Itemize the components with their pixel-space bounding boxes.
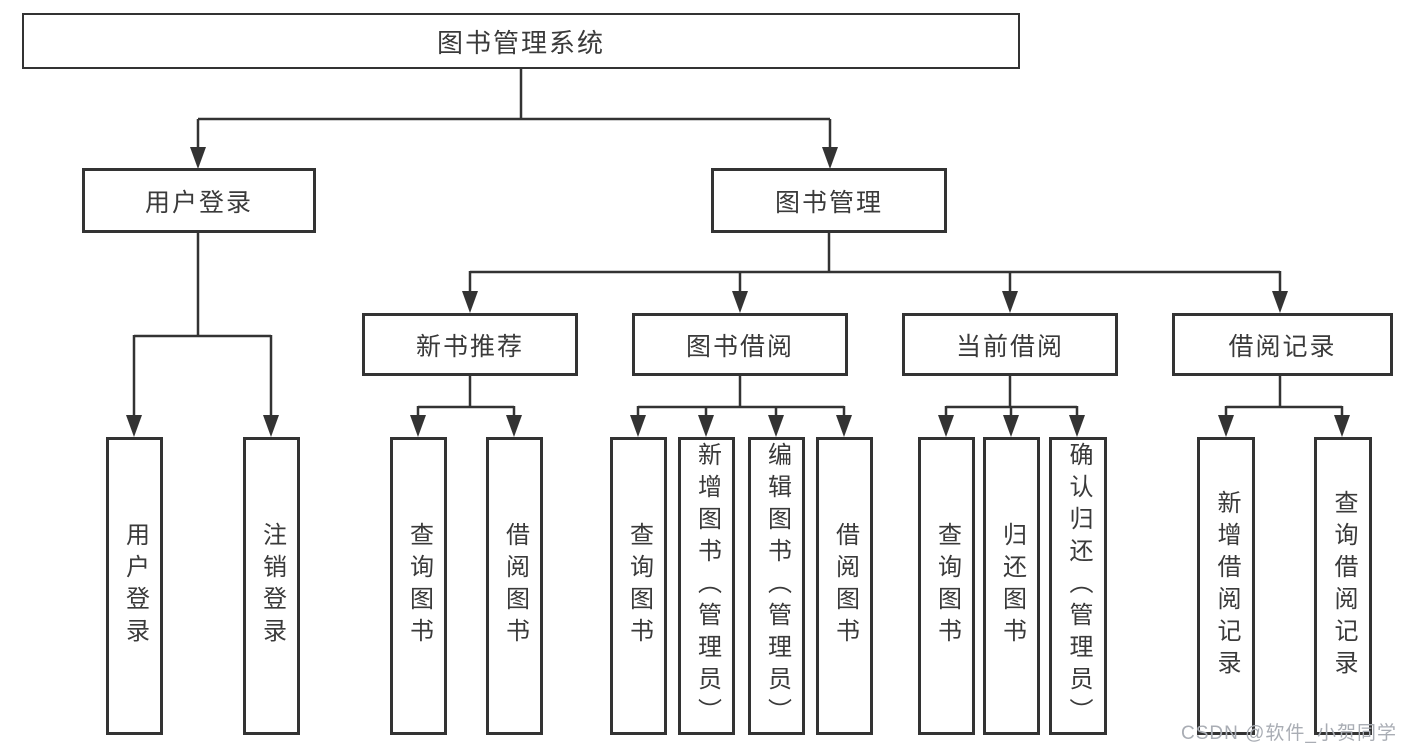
node-current-borrow-label: 当前借阅 [955,332,1064,361]
node-library-system: 图书管理系统 [22,13,1020,69]
leaf-query-books-current: 查询图书 [918,437,975,735]
leaf-borrow-books-recommend-label: 借阅图书 [501,522,529,650]
node-library-system-label: 图书管理系统 [436,27,605,58]
node-book-borrow: 图书借阅 [632,313,848,376]
node-borrow-records: 借阅记录 [1172,313,1393,376]
node-book-management-label: 图书管理 [774,188,883,217]
node-current-borrow: 当前借阅 [902,313,1118,376]
leaf-return-book-label: 归还图书 [998,522,1026,650]
leaf-edit-book-admin: 编辑图书（管理员） [748,437,805,735]
leaf-logout-label: 注销登录 [258,522,286,650]
leaf-add-borrow-record: 新增借阅记录 [1197,437,1255,735]
leaf-query-books-borrow-label: 查询图书 [625,522,653,650]
leaf-query-books-recommend: 查询图书 [390,437,447,735]
leaf-add-book-admin: 新增图书（管理员） [678,437,735,735]
leaf-query-borrow-record-label: 查询借阅记录 [1330,490,1357,682]
node-book-management: 图书管理 [711,168,947,233]
leaf-add-borrow-record-label: 新增借阅记录 [1213,490,1240,682]
leaf-user-login: 用户登录 [106,437,163,735]
node-new-book-recommend-label: 新书推荐 [415,332,524,361]
leaf-query-books-current-label: 查询图书 [933,522,961,650]
node-book-borrow-label: 图书借阅 [685,332,794,361]
leaf-edit-book-admin-label: 编辑图书（管理员） [763,442,791,730]
node-new-book-recommend: 新书推荐 [362,313,578,376]
leaf-query-books-recommend-label: 查询图书 [405,522,433,650]
leaf-logout: 注销登录 [243,437,300,735]
leaf-borrow-books-borrow: 借阅图书 [816,437,873,735]
node-user-login: 用户登录 [82,168,316,233]
node-borrow-records-label: 借阅记录 [1228,332,1337,361]
leaf-confirm-return-admin: 确认归还（管理员） [1049,437,1107,735]
leaf-borrow-books-recommend: 借阅图书 [486,437,543,735]
leaf-query-books-borrow: 查询图书 [610,437,667,735]
node-user-login-label: 用户登录 [144,188,253,217]
leaf-query-borrow-record: 查询借阅记录 [1314,437,1372,735]
leaf-confirm-return-admin-label: 确认归还（管理员） [1065,442,1092,730]
leaf-user-login-label: 用户登录 [121,522,149,650]
leaf-return-book: 归还图书 [983,437,1040,735]
leaf-add-book-admin-label: 新增图书（管理员） [693,442,721,730]
watermark: CSDN @软件_小贺同学 [1181,723,1397,744]
leaf-borrow-books-borrow-label: 借阅图书 [831,522,859,650]
